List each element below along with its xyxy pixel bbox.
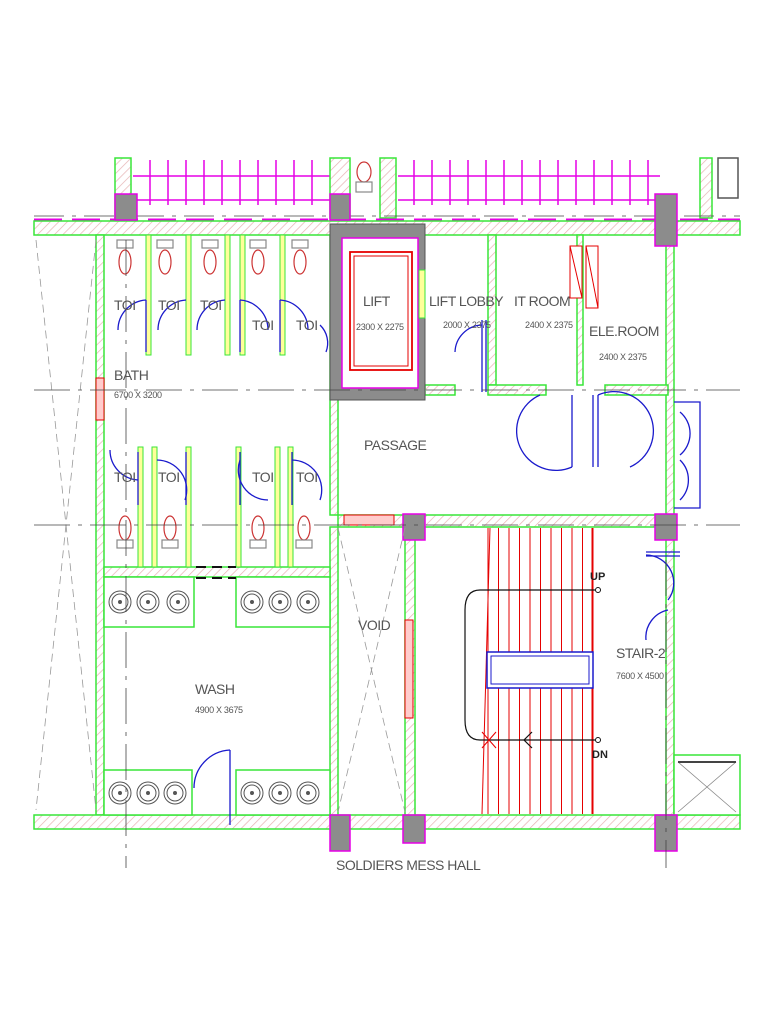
shaft-cross [677, 761, 737, 813]
stair-dn-label: DN [592, 749, 608, 761]
wc-fixtures [116, 239, 313, 549]
stair-label: STAIR-2 [616, 645, 666, 661]
toi-label: TOI [200, 297, 222, 313]
ele-room-label: ELE.ROOM [589, 323, 659, 339]
lift-dim: 2300 X 2275 [356, 322, 404, 332]
passage-label: PASSAGE [364, 437, 427, 453]
toi-label: TOI [114, 469, 136, 485]
toi-label: TOI [252, 317, 274, 333]
lift-shaft [329, 223, 426, 401]
toi-label: TOI [158, 469, 180, 485]
void-label: VOID [358, 617, 391, 633]
toilet-partitions [137, 234, 294, 568]
top-toilet-fixture [355, 161, 373, 193]
toi-label: TOI [114, 297, 136, 313]
top-railing [133, 160, 660, 205]
toi-label: TOI [158, 297, 180, 313]
wash-label: WASH [195, 681, 234, 697]
wash-dim: 4900 X 3675 [195, 705, 243, 715]
toi-label: TOI [296, 317, 318, 333]
stair-up-label: UP [590, 571, 605, 583]
stair [464, 527, 601, 815]
columns [114, 193, 678, 852]
it-room-label: IT ROOM [514, 293, 570, 309]
mess-hall-label: SOLDIERS MESS HALL [336, 857, 481, 873]
toi-label: TOI [252, 469, 274, 485]
lift-label: LIFT [363, 293, 391, 309]
bath-label: BATH [114, 367, 148, 383]
wash-basins [108, 590, 320, 805]
wash-opening [196, 566, 236, 579]
bath-dim: 6700 X 3200 [114, 390, 162, 400]
toi-label: TOI [296, 469, 318, 485]
lift-lobby-dim: 2000 X 2375 [443, 320, 491, 330]
stair-dim: 7600 X 4500 [616, 671, 664, 681]
lift-lobby-label: LIFT LOBBY [429, 293, 504, 309]
room-labels: TOI TOI TOI TOI TOI TOI TOI TOI TOI BATH… [114, 293, 666, 873]
doors [109, 299, 701, 825]
grid-lines [34, 240, 740, 868]
top-wall-stubs [114, 157, 739, 219]
ele-room-dim: 2400 X 2375 [599, 352, 647, 362]
it-room-dim: 2400 X 2375 [525, 320, 573, 330]
windows [95, 245, 599, 719]
